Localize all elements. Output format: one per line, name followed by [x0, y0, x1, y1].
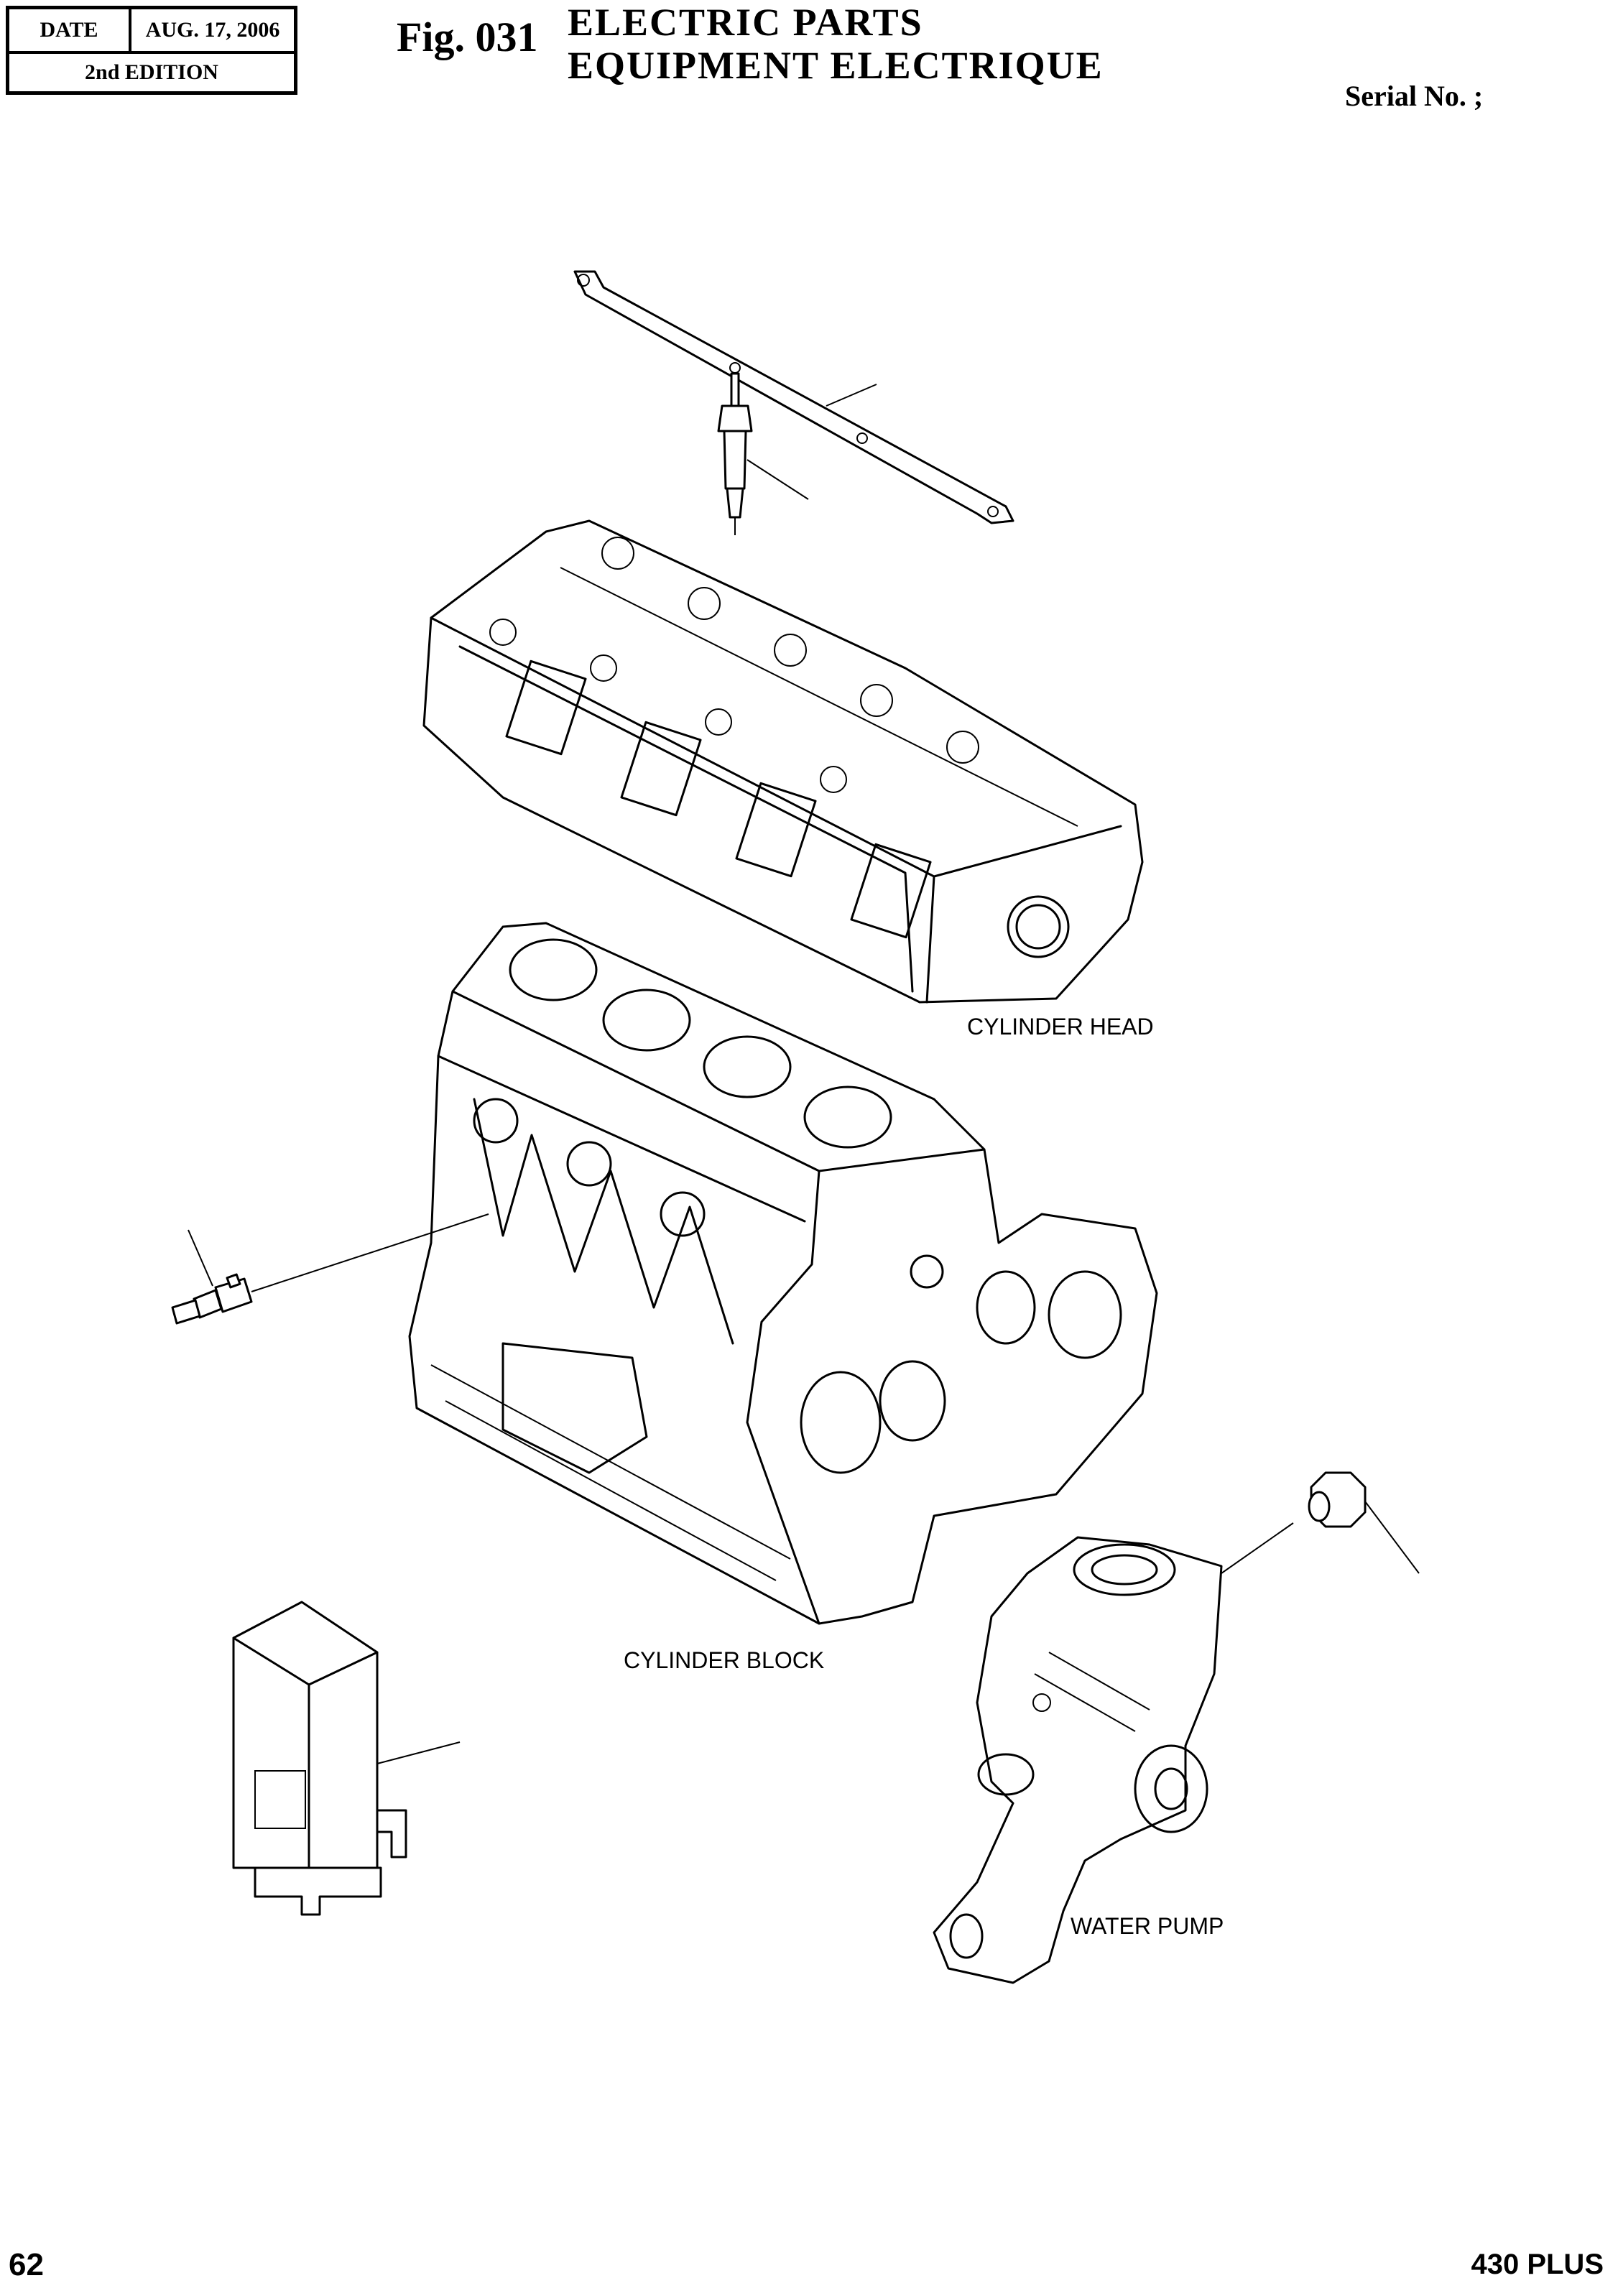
thermo-switch	[1308, 1471, 1420, 1574]
date-value: AUG. 17, 2006	[131, 9, 294, 54]
controller-module	[232, 1601, 461, 1916]
label-cylinder-head: CYLINDER HEAD	[967, 1014, 1154, 1040]
date-label: DATE	[9, 9, 131, 54]
temperature-sensor	[171, 1213, 489, 1325]
label-cylinder-block: CYLINDER BLOCK	[624, 1647, 824, 1673]
cylinder-head	[422, 519, 1144, 1004]
page-number: 62	[9, 2247, 44, 2282]
edition-label: 2nd EDITION	[85, 60, 218, 84]
label-water-pump: WATER PUMP	[1071, 1913, 1224, 1939]
model-name: 430 PLUS	[1471, 2249, 1604, 2280]
title-french: EQUIPMENT ELECTRIQUE	[568, 44, 1104, 87]
cylinder-block	[408, 922, 1158, 1625]
figure-number: Fig. 031	[397, 14, 538, 60]
date-edition-box: DATE AUG. 17, 2006 2nd EDITION	[6, 6, 297, 95]
title-english: ELECTRIC PARTS	[568, 1, 923, 44]
glow-plug	[717, 372, 809, 535]
water-pump	[933, 1522, 1294, 1984]
glow-plug-connector-bar	[573, 270, 1014, 524]
serial-number: Serial No. ;	[1345, 80, 1484, 112]
